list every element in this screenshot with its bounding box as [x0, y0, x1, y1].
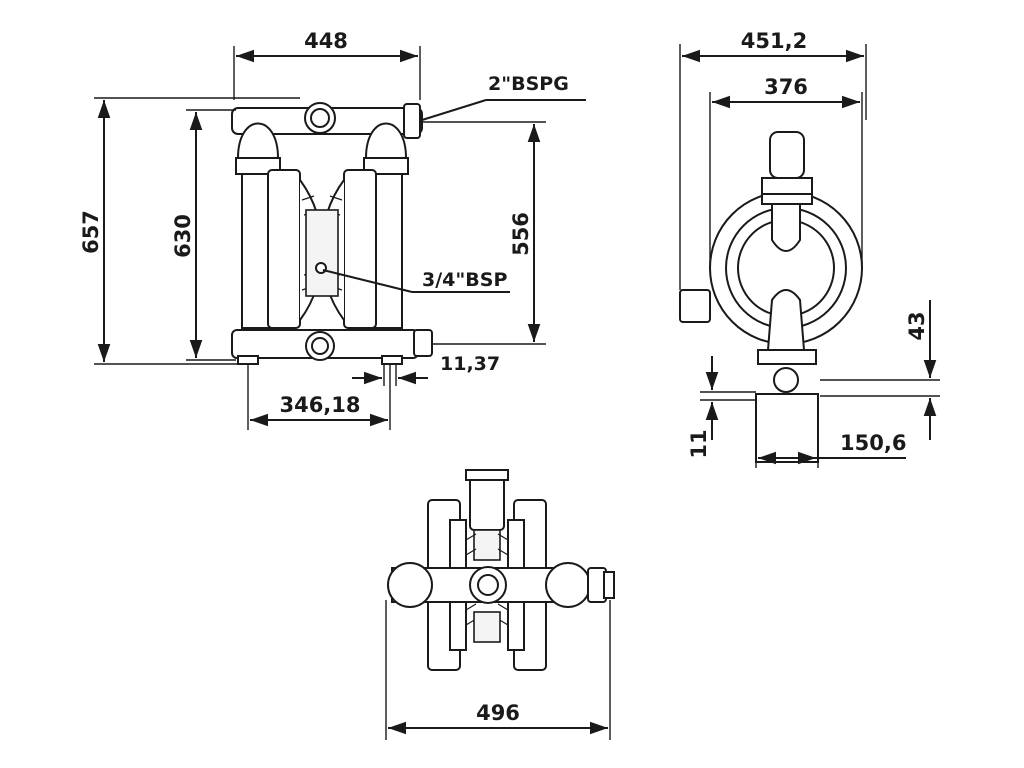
- height-label: 630: [171, 214, 195, 258]
- side-view: 451,2 376 43 11 150,6: [679, 29, 940, 468]
- air-inlet-thread-label: 3/4"BSP: [422, 269, 507, 291]
- bolt-spacing-label: 346,18: [279, 393, 360, 417]
- foot-offset-label: 11,37: [440, 353, 500, 375]
- overall-depth-label: 451,2: [741, 29, 807, 53]
- total-height-label: 657: [79, 210, 103, 254]
- front-width-label: 448: [304, 29, 348, 53]
- top-view: 496: [385, 469, 615, 740]
- port-height-label: 556: [509, 212, 533, 256]
- foot-width-label: 150,6: [840, 431, 906, 455]
- base-thickness-label: 11: [687, 429, 711, 458]
- outlet-thread-label: 2"BSPG: [488, 73, 569, 95]
- top-width-label: 496: [476, 701, 520, 725]
- inlet-height-label: 43: [905, 311, 929, 340]
- body-depth-label: 376: [764, 75, 808, 99]
- front-view: 448 2"BSPG 657 630 556 3/4"BSP 11,37: [79, 29, 586, 430]
